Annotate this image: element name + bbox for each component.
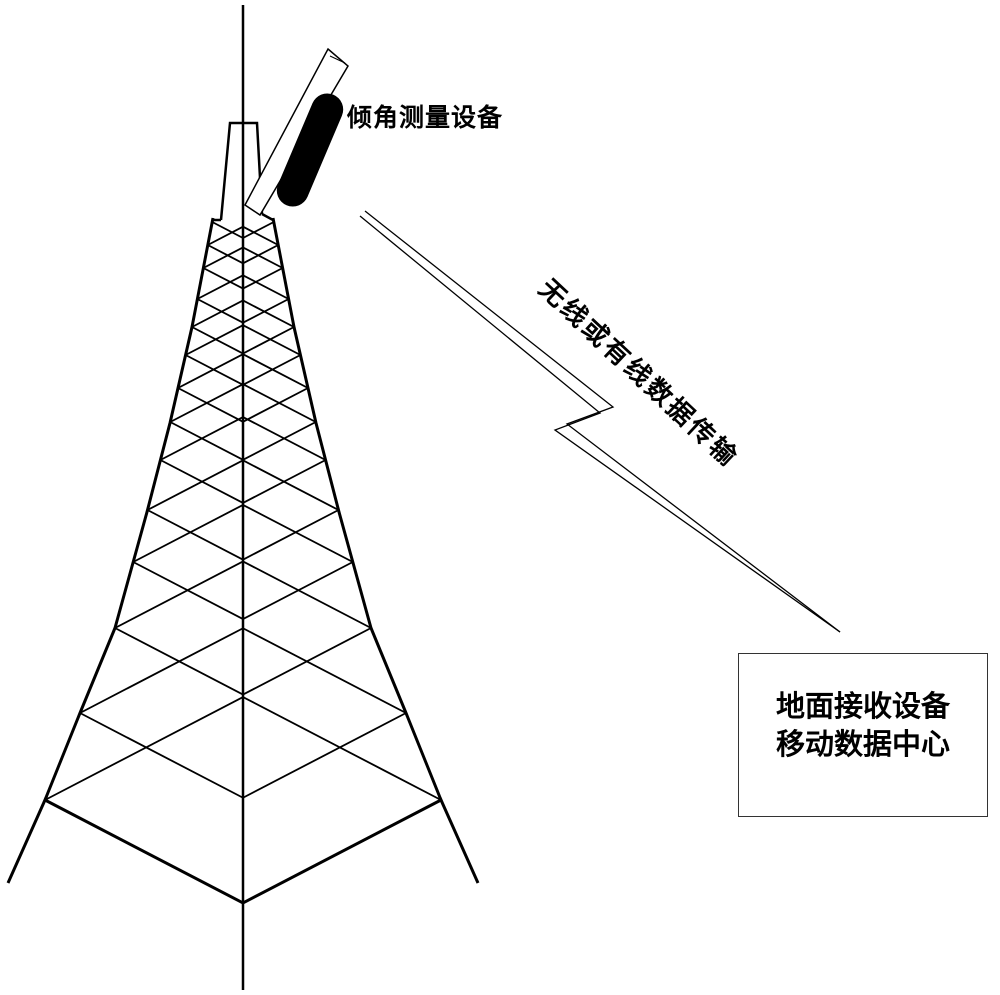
lattice-brace bbox=[242, 383, 317, 423]
transmission-signal-line-lower bbox=[359, 215, 841, 633]
mobile-data-center-label: 移动数据中心 bbox=[775, 727, 950, 761]
lattice-brace bbox=[242, 326, 295, 355]
lattice-brace bbox=[242, 353, 309, 389]
tower-lattice bbox=[6, 217, 480, 905]
lattice-brace bbox=[207, 225, 244, 246]
lattice-brace bbox=[169, 383, 244, 423]
lattice-brace bbox=[242, 246, 284, 269]
lattice-brace bbox=[242, 298, 290, 324]
lattice-brace bbox=[242, 459, 339, 511]
tilt-sensor-device bbox=[276, 93, 344, 207]
lattice-brace bbox=[242, 267, 284, 290]
lattice-brace bbox=[242, 387, 309, 423]
lattice-brace bbox=[132, 504, 244, 563]
sensor-mount-bracket bbox=[244, 47, 349, 217]
lattice-brace bbox=[242, 509, 339, 561]
lattice-brace bbox=[191, 326, 244, 355]
lattice-brace bbox=[191, 299, 244, 328]
ground-station-box: 地面接收设备 移动数据中心 bbox=[738, 653, 988, 817]
lattice-brace bbox=[160, 416, 244, 461]
ground-receiver-label: 地面接收设备 bbox=[775, 689, 950, 723]
tower-neck-shoulder-right bbox=[261, 212, 274, 222]
lattice-brace bbox=[207, 244, 244, 265]
lattice-brace bbox=[242, 712, 407, 799]
lattice-brace bbox=[79, 627, 244, 714]
sensor-mount-bracket-edge bbox=[329, 55, 346, 64]
lattice-brace bbox=[242, 504, 354, 563]
lattice-brace bbox=[242, 225, 279, 246]
lattice-brace bbox=[242, 421, 317, 461]
lattice-brace bbox=[177, 353, 244, 389]
lattice-brace bbox=[202, 267, 244, 290]
lattice-brace bbox=[242, 324, 301, 356]
lattice-brace bbox=[242, 274, 290, 300]
tower-top-neck bbox=[219, 121, 264, 221]
tilt-device-label: 倾角测量设备 bbox=[347, 103, 504, 132]
tower-leg-left bbox=[6, 217, 215, 884]
lattice-brace bbox=[242, 560, 372, 629]
lattice-brace bbox=[242, 696, 442, 801]
lattice-brace bbox=[44, 696, 244, 801]
lattice-brace bbox=[211, 221, 244, 239]
lattice-brace bbox=[242, 221, 275, 239]
lattice-brace bbox=[242, 416, 326, 461]
transmission-signal-line-upper bbox=[364, 210, 841, 633]
lattice-brace bbox=[177, 387, 244, 423]
lattice-brace bbox=[242, 244, 279, 265]
lattice-brace bbox=[202, 246, 244, 269]
lattice-brace bbox=[185, 324, 244, 356]
lattice-brace bbox=[242, 299, 295, 328]
lattice-brace bbox=[196, 274, 244, 300]
lattice-brace bbox=[147, 509, 244, 561]
lattice-brace bbox=[242, 627, 407, 714]
tower-leg-right bbox=[271, 217, 480, 884]
lattice-brace bbox=[169, 421, 244, 461]
lattice-brace bbox=[79, 712, 244, 799]
lattice-brace bbox=[44, 798, 244, 905]
lattice-brace bbox=[196, 298, 244, 324]
lattice-brace bbox=[242, 798, 442, 905]
lattice-brace bbox=[114, 560, 244, 629]
lattice-brace bbox=[147, 459, 244, 511]
